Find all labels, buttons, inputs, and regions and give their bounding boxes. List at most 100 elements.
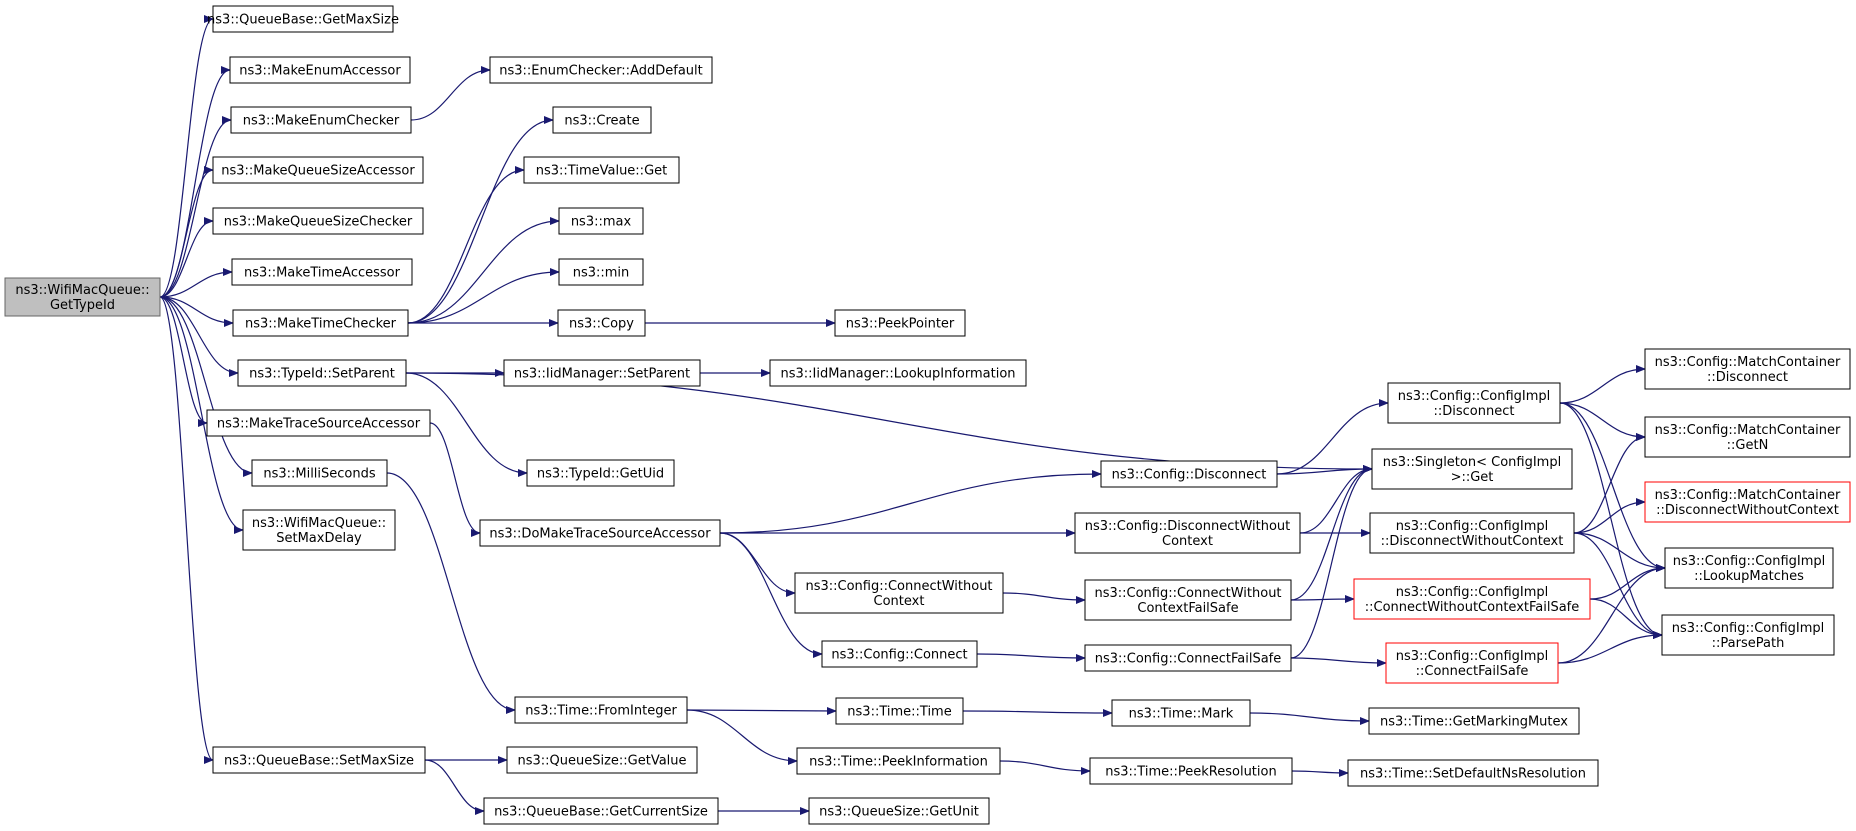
node-cfg-connect[interactable]: ns3::Config::Connect [821, 640, 978, 668]
edge-root-to-typeid-setparent [159, 296, 239, 377]
edge-domaketrace-to-cfg-disconnect [719, 470, 1102, 534]
node-time-mark[interactable]: ns3::Time::Mark [1111, 699, 1251, 727]
node-time-setdefres[interactable]: ns3::Time::SetDefaultNsResolution [1347, 759, 1599, 787]
edge-time-fromint-to-time-peekinfo [686, 709, 798, 765]
node-mc-discwoctx[interactable]: ns3::Config::MatchContainer::DisconnectW… [1644, 481, 1851, 523]
node-root[interactable]: ns3::WifiMacQueue::GetTypeId [4, 277, 161, 317]
node-copy[interactable]: ns3::Copy [557, 309, 646, 337]
node-label: ns3::Time::FromInteger [525, 704, 677, 719]
node-label: ns3::Config::Disconnect [1112, 468, 1267, 483]
node-label: ::LookupMatches [1694, 569, 1804, 584]
node-peekpointer[interactable]: ns3::PeekPointer [834, 309, 966, 337]
node-mk-qs-acc[interactable]: ns3::MakeQueueSizeAccessor [212, 156, 424, 184]
node-label: Context [874, 594, 925, 609]
edge-domaketrace-to-cfg-connwoctx [719, 532, 796, 597]
node-time-time[interactable]: ns3::Time::Time [835, 697, 964, 725]
node-iid-setparent[interactable]: ns3::IidManager::SetParent [503, 359, 701, 387]
node-min[interactable]: ns3::min [558, 258, 644, 286]
node-millisec[interactable]: ns3::MilliSeconds [251, 459, 388, 487]
node-cfg-discwoctx[interactable]: ns3::Config::DisconnectWithoutContext [1074, 512, 1301, 554]
node-label: ::DisconnectWithoutContext [1381, 534, 1564, 549]
node-time-peekinfo[interactable]: ns3::Time::PeekInformation [796, 747, 1001, 775]
edge-cfg-connfs-to-singleton-get [1290, 465, 1373, 659]
node-label: ns3::MilliSeconds [263, 467, 376, 482]
node-mc-disconnect[interactable]: ns3::Config::MatchContainer::Disconnect [1644, 348, 1851, 390]
node-impl-parsepath[interactable]: ns3::Config::ConfigImpl::ParsePath [1661, 614, 1835, 656]
node-typeid-getuid[interactable]: ns3::TypeId::GetUid [526, 459, 675, 487]
node-mk-qs-chk[interactable]: ns3::MakeQueueSizeChecker [212, 207, 424, 235]
node-iid-lookup[interactable]: ns3::IidManager::LookupInformation [769, 359, 1027, 387]
node-cfg-connwoctxfs[interactable]: ns3::Config::ConnectWithoutContextFailSa… [1084, 579, 1292, 621]
node-mk-enum-chk[interactable]: ns3::MakeEnumChecker [230, 106, 412, 134]
edge-impl-discwoctx-to-mc-discwoctx [1573, 498, 1646, 534]
node-label: ::Disconnect [1707, 370, 1788, 385]
node-box [237, 359, 407, 387]
node-label: ns3::MakeTimeAccessor [244, 266, 401, 281]
edge-mk-trace-to-domaketrace [429, 422, 481, 537]
node-box [232, 309, 409, 337]
node-qb-getcur[interactable]: ns3::QueueBase::GetCurrentSize [483, 797, 719, 825]
node-box [1353, 578, 1591, 620]
node-wmq-setmaxdelay[interactable]: ns3::WifiMacQueue::SetMaxDelay [242, 509, 396, 551]
node-mc-getn[interactable]: ns3::Config::MatchContainer::GetN [1644, 416, 1851, 458]
node-time-getmarkmutex[interactable]: ns3::Time::GetMarkingMutex [1368, 707, 1580, 735]
node-label: ns3::Time::Mark [1129, 707, 1234, 722]
node-cfg-connwoctx[interactable]: ns3::Config::ConnectWithoutContext [794, 572, 1004, 614]
node-box [1644, 481, 1851, 523]
node-qs-getunit[interactable]: ns3::QueueSize::GetUnit [808, 797, 990, 825]
node-label: ns3::Config::ConfigImpl [1672, 621, 1825, 636]
node-label: ns3::EnumChecker::AddDefault [499, 64, 702, 79]
node-label: ns3::Create [564, 114, 639, 129]
node-mk-time-acc[interactable]: ns3::MakeTimeAccessor [231, 258, 413, 286]
node-qs-getvalue[interactable]: ns3::QueueSize::GetValue [506, 746, 698, 774]
edge-mk-time-chk-to-create [407, 116, 554, 324]
node-label: ::ConnectFailSafe [1416, 664, 1529, 679]
node-label: ns3::Time::PeekInformation [809, 755, 988, 770]
node-time-fromint[interactable]: ns3::Time::FromInteger [514, 696, 688, 724]
edge-mk-enum-chk-to-enum-adddefault [410, 66, 491, 121]
edge-impl-connfs-to-impl-lookup [1557, 564, 1666, 664]
node-cfg-connfs[interactable]: ns3::Config::ConnectFailSafe [1084, 644, 1292, 672]
call-nodes: ns3::WifiMacQueue::GetTypeIdns3::QueueBa… [4, 5, 1851, 825]
node-impl-disconnect[interactable]: ns3::Config::ConfigImpl::Disconnect [1387, 382, 1561, 424]
node-label: ns3::WifiMacQueue:: [15, 283, 149, 298]
node-time-peekres[interactable]: ns3::Time::PeekResolution [1089, 757, 1293, 785]
edge-cfg-connect-to-cfg-connfs [976, 653, 1086, 662]
node-impl-lookup[interactable]: ns3::Config::ConfigImpl::LookupMatches [1664, 547, 1834, 589]
node-box [796, 747, 1001, 775]
node-box [808, 797, 990, 825]
node-label: Context [1162, 534, 1213, 549]
edge-time-fromint-to-time-time [686, 706, 837, 715]
node-domaketrace[interactable]: ns3::DoMakeTraceSourceAccessor [479, 519, 721, 547]
node-label: ns3::MakeTimeChecker [245, 317, 397, 332]
node-timevalue-get[interactable]: ns3::TimeValue::Get [523, 156, 680, 184]
edge-impl-disconnect-to-impl-lookup [1559, 402, 1666, 572]
node-max[interactable]: ns3::max [558, 207, 644, 235]
edge-root-to-mk-enum-chk [159, 116, 232, 298]
node-box [1084, 579, 1292, 621]
edge-root-to-qb-getmax [159, 15, 214, 298]
node-qb-setmax[interactable]: ns3::QueueBase::SetMaxSize [212, 746, 426, 774]
node-impl-connwoctxfs[interactable]: ns3::Config::ConfigImpl::ConnectWithoutC… [1353, 578, 1591, 620]
node-enum-adddefault[interactable]: ns3::EnumChecker::AddDefault [489, 56, 713, 84]
edge-typeid-setparent-to-typeid-getuid [405, 372, 528, 477]
node-box [1644, 348, 1851, 390]
node-label: ns3::Config::ConfigImpl [1673, 554, 1826, 569]
node-label: ns3::DoMakeTraceSourceAccessor [489, 527, 711, 542]
node-create[interactable]: ns3::Create [552, 106, 652, 134]
node-label: ns3::Config::MatchContainer [1655, 423, 1841, 438]
node-impl-discwoctx[interactable]: ns3::Config::ConfigImpl::DisconnectWitho… [1369, 512, 1575, 554]
edge-root-to-mk-qs-chk [159, 217, 214, 298]
node-mk-time-chk[interactable]: ns3::MakeTimeChecker [232, 309, 409, 337]
node-label: ns3::QueueBase::SetMaxSize [224, 754, 414, 769]
node-cfg-disconnect[interactable]: ns3::Config::Disconnect [1100, 460, 1278, 488]
node-singleton-get[interactable]: ns3::Singleton< ConfigImpl>::Get [1371, 448, 1573, 490]
node-mk-enum-acc[interactable]: ns3::MakeEnumAccessor [229, 56, 411, 84]
node-mk-trace[interactable]: ns3::MakeTraceSourceAccessor [206, 409, 431, 437]
node-typeid-setparent[interactable]: ns3::TypeId::SetParent [237, 359, 407, 387]
node-qb-getmax[interactable]: ns3::QueueBase::GetMaxSize [207, 5, 399, 33]
node-label: ns3::MakeQueueSizeChecker [224, 215, 413, 230]
node-impl-connfs[interactable]: ns3::Config::ConfigImpl::ConnectFailSafe [1385, 642, 1559, 684]
node-label: ns3::Config::ConnectWithout [805, 579, 992, 594]
